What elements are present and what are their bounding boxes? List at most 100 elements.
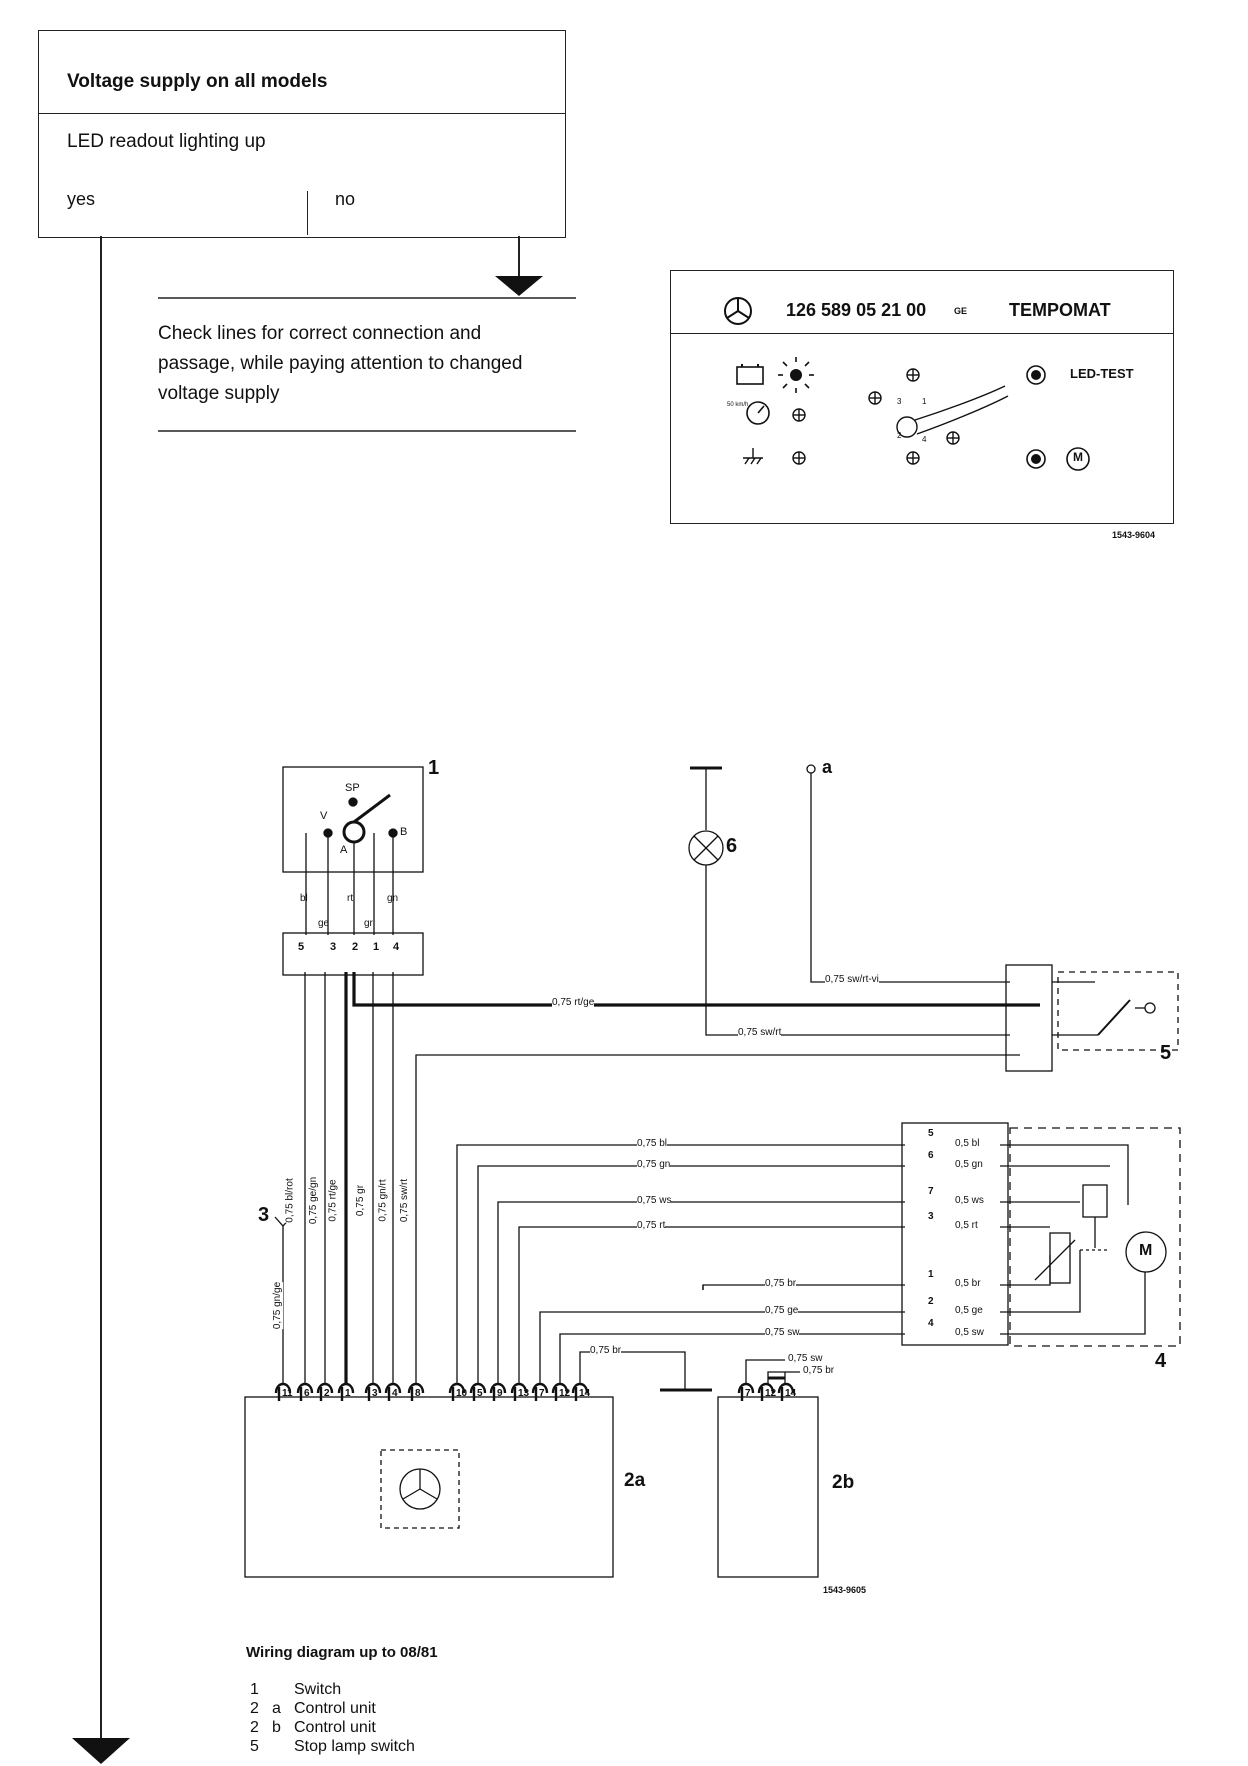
conn4-pin: 3 [928, 1211, 934, 1222]
wire-label: 0,75 ge/gn [308, 1176, 320, 1225]
2a-pin-label: 6 [304, 1388, 310, 1399]
flow-box: Voltage supply on all models LED readout… [38, 30, 566, 238]
down-arrow-icon [495, 276, 543, 296]
legend-num: 2 [250, 1700, 259, 1717]
legend-num: 5 [250, 1738, 259, 1755]
actuator-4 [1009, 1127, 1181, 1347]
wire-label: 0,75 gr [355, 1184, 367, 1217]
panel-name: TEMPOMAT [1009, 300, 1111, 320]
wire-label: 0,5 bl [955, 1138, 980, 1149]
switch-pin: 3 [330, 941, 337, 953]
2a-pin-label: 7 [539, 1388, 545, 1399]
conn4-pin: 4 [928, 1318, 934, 1329]
check-line-2: passage, while paying attention to chang… [158, 353, 523, 374]
comp-1-label: 1 [428, 757, 440, 779]
switch-pin: 5 [298, 941, 305, 953]
wire-label: 0,5 ge [955, 1305, 983, 1316]
down-arrow-icon [72, 1738, 130, 1764]
wire-label: 0,75 br [803, 1365, 835, 1376]
color-bl: bl [300, 893, 308, 904]
switch-label-b: B [400, 826, 408, 838]
wire-label: 0,5 ws [955, 1195, 984, 1206]
panel-fig-id: 1543-9604 [1112, 530, 1156, 540]
comp-2b-label: 2b [832, 1472, 855, 1493]
2a-pin-label: 3 [372, 1388, 378, 1399]
check-line-1: Check lines for correct connection and [158, 323, 482, 344]
2a-pin-label: 9 [497, 1388, 503, 1399]
2a-pin-label: 8 [415, 1388, 421, 1399]
2b-pin-label: 12 [765, 1388, 777, 1399]
wire-label: 0,75 bl [637, 1138, 668, 1149]
wire-label: 0,5 sw [955, 1327, 984, 1338]
solenoid [1082, 1184, 1108, 1218]
comp-5-label: 5 [1160, 1042, 1172, 1064]
wire-label: 0,75 bl/rot [284, 1178, 296, 1223]
legend-text: Control unit [294, 1719, 376, 1736]
legend-title: Wiring diagram up to 08/81 [246, 1644, 438, 1661]
2a-pin-label: 2 [324, 1388, 330, 1399]
flow-no: no [335, 189, 356, 209]
wire-label: 0,75 gn [637, 1159, 671, 1170]
wire-label: 0,75 rt [637, 1220, 666, 1231]
2a-pin-label: 11 [282, 1388, 293, 1399]
wire-label: 0,75 sw/rt [399, 1178, 411, 1223]
wire-label: 0,75 rt/ge [552, 997, 595, 1008]
legend-num: 1 [250, 1681, 259, 1698]
conn4-pin: 7 [928, 1186, 934, 1197]
flow-title: Voltage supply on all models [67, 71, 328, 92]
wire-label: 0,75 gn/ge [272, 1281, 284, 1330]
switch-connector [282, 932, 424, 976]
check-line-3: voltage supply [158, 383, 280, 404]
panel-divider [671, 333, 1173, 334]
flow-yes: yes [67, 189, 96, 209]
conn4-pin: 6 [928, 1150, 934, 1161]
flow-question: LED readout lighting up [67, 131, 266, 152]
2a-pin-label: 10 [456, 1388, 468, 1399]
wire-label: 0,75 sw/rt-vi [825, 974, 879, 985]
panel-speed: 50 km/h [727, 402, 749, 408]
wire-label: 0,5 br [955, 1278, 981, 1289]
lamp-icon [688, 830, 724, 866]
stop-lamp-switch [1057, 971, 1179, 1051]
comp-6-label: 6 [726, 835, 738, 857]
conn4-pin: 5 [928, 1128, 934, 1139]
wire-label: 0,75 br [590, 1345, 622, 1356]
legend-item: 1 Switch [250, 1681, 341, 1699]
control-unit-2a [244, 1396, 614, 1578]
switch-pin: 2 [352, 941, 359, 953]
legend-text: Switch [294, 1681, 342, 1698]
wire-label: 0,75 sw/rt [738, 1027, 782, 1038]
wire-label: 0,75 ws [637, 1195, 672, 1206]
wire-label: 0,75 sw [765, 1327, 800, 1338]
comp-3-label: 3 [258, 1204, 270, 1226]
color-gn: gn [387, 893, 399, 904]
2a-pin-label: 4 [392, 1388, 398, 1399]
switch-label-sp: SP [345, 782, 360, 794]
stop-lamp-connector [1005, 964, 1053, 1072]
2b-pin-label: 7 [745, 1388, 751, 1399]
wire-label: 0,75 br [765, 1278, 797, 1289]
panel-suffix: GE [954, 306, 968, 316]
switch-label-a: A [340, 844, 348, 856]
legend-sub: b [272, 1719, 281, 1736]
switch-knob [342, 820, 366, 844]
pin-groups [274, 1382, 795, 1401]
flow-yes-no-divider [307, 191, 308, 235]
switch-pin: 4 [393, 941, 400, 953]
wire-label: 0,5 rt [955, 1220, 978, 1231]
panel-part-number: 126 589 05 21 00 [786, 300, 927, 320]
color-gr: gr [364, 918, 373, 929]
comp-a-label: a [822, 757, 833, 777]
wire-label: 0,75 gn/rt [377, 1179, 389, 1222]
wire-label: 0,75 ge [765, 1305, 799, 1316]
control-unit-2b [717, 1396, 819, 1578]
flow-divider [39, 113, 565, 114]
comp-4-label: 4 [1155, 1350, 1167, 1372]
comp-2a-label: 2a [624, 1470, 646, 1491]
legend-num: 2 [250, 1719, 259, 1736]
2b-pin-label: 14 [785, 1388, 797, 1399]
